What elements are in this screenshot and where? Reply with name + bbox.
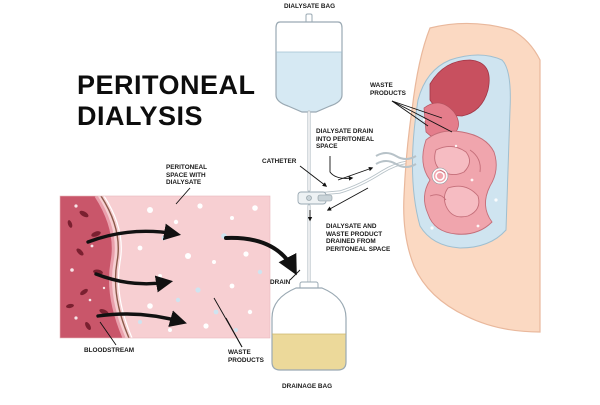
- label-peritoneal-space: PERITONEAL SPACE WITH DIALYSATE: [166, 164, 207, 187]
- label-drained-line-3: DRAINED FROM: [326, 238, 390, 246]
- label-drainage-bag: DRAINAGE BAG: [282, 383, 332, 391]
- label-dialysate-bag: DIALYSATE BAG: [284, 3, 335, 11]
- dialysate-bag: [270, 14, 350, 122]
- label-bloodstream: BLOODSTREAM: [84, 347, 134, 355]
- label-waste-products-bottom-line-1: WASTE: [228, 349, 264, 357]
- label-dialysate-drain-line-3: SPACE: [316, 143, 374, 151]
- label-waste-products-bottom: WASTE PRODUCTS: [228, 349, 264, 364]
- label-drained-line-4: PERITONEAL SPACE: [326, 246, 390, 254]
- label-dialysate-drain: DIALYSATE DRAIN INTO PERITONEAL SPACE: [316, 128, 374, 151]
- intestines: [423, 131, 496, 234]
- label-dialysate-drain-line-1: DIALYSATE DRAIN: [316, 128, 374, 136]
- label-waste-products-top: WASTE PRODUCTS: [370, 82, 406, 97]
- label-catheter: CATHETER: [262, 158, 296, 166]
- label-waste-products-top-line-2: PRODUCTS: [370, 90, 406, 98]
- title-line-1: PERITONEAL: [77, 70, 256, 101]
- drainage-fluid: [268, 334, 352, 374]
- label-drained-line-2: WASTE PRODUCT: [326, 231, 390, 239]
- patient-abdomen: [376, 23, 540, 332]
- label-peritoneal-space-line-2: SPACE WITH: [166, 172, 207, 180]
- label-drained: DIALYSATE AND WASTE PRODUCT DRAINED FROM…: [326, 223, 390, 253]
- drainage-bag: [268, 282, 352, 376]
- label-waste-products-bottom-line-2: PRODUCTS: [228, 357, 264, 365]
- label-peritoneal-space-line-1: PERITONEAL: [166, 164, 207, 172]
- label-waste-products-top-line-1: WASTE: [370, 82, 406, 90]
- label-peritoneal-space-line-3: DIALYSATE: [166, 179, 207, 187]
- label-drained-line-1: DIALYSATE AND: [326, 223, 390, 231]
- label-dialysate-drain-line-2: INTO PERITONEAL: [316, 136, 374, 144]
- diagram-title: PERITONEAL DIALYSIS: [77, 70, 256, 132]
- label-drain: DRAIN: [270, 279, 290, 287]
- title-line-2: DIALYSIS: [77, 101, 256, 132]
